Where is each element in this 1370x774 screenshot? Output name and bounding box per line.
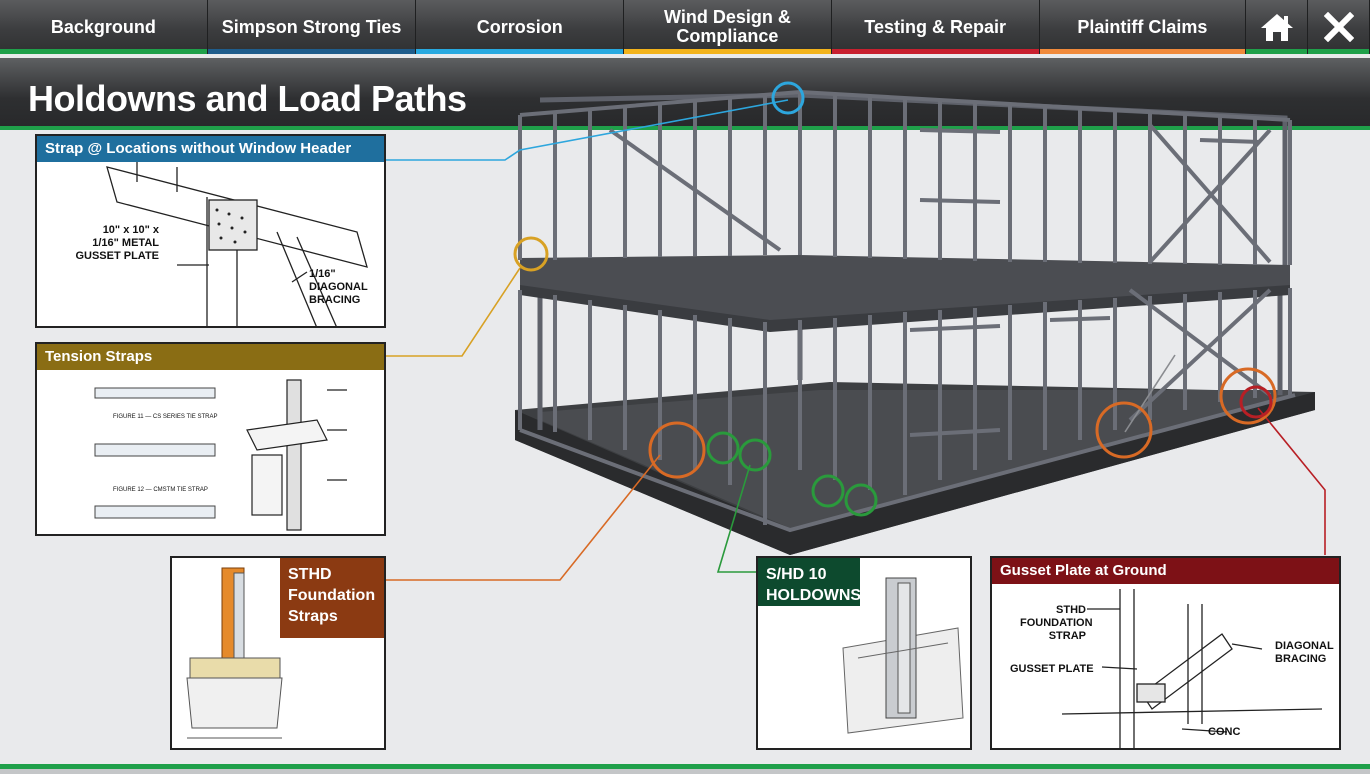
highlight-circle — [513, 236, 549, 272]
bottom-shade — [0, 769, 1370, 774]
tab-corrosion[interactable]: Corrosion — [416, 0, 625, 54]
page-title: Holdowns and Load Paths — [28, 78, 467, 119]
connector-line-gusset — [1257, 407, 1326, 555]
tab-color-bar — [1246, 49, 1308, 54]
home-icon — [1260, 14, 1293, 41]
highlight-circle — [1219, 367, 1277, 425]
holdown-sketch — [842, 577, 964, 734]
gusset-plate-label: 10" x 10" x 1/16" METAL GUSSET PLATE — [75, 224, 159, 262]
highlight-circle — [1095, 401, 1153, 459]
highlight-circle — [811, 474, 845, 508]
callout-header: Gusset Plate at Ground — [992, 558, 1339, 584]
sthd-strap-sketch — [186, 567, 283, 739]
tab-color-bar — [1308, 49, 1370, 54]
highlight-circle — [706, 431, 740, 465]
tab-label: Background — [50, 16, 156, 37]
conc-label: CONC — [1208, 726, 1241, 738]
tab-simpson-strong-ties[interactable]: Simpson Strong Ties — [207, 0, 417, 54]
tab-color-bar — [416, 49, 624, 54]
callout-strap-locations: Strap @ Locations without Window Header … — [35, 134, 386, 328]
top-nav: Background Simpson Strong Ties Corrosion… — [0, 0, 1370, 54]
title-underline — [0, 126, 1370, 130]
floor-band — [520, 255, 1290, 325]
connector-line-shd — [716, 464, 756, 573]
highlight-circle — [844, 483, 878, 517]
tab-wind-design[interactable]: Wind Design & Compliance — [624, 0, 832, 54]
connector-line-tension — [386, 267, 521, 357]
tab-testing-repair[interactable]: Testing & Repair — [831, 0, 1040, 54]
gusset-ground-sketch — [1061, 589, 1323, 748]
callout-gusset-ground: Gusset Plate at Ground STHD FOUNDATION S… — [990, 556, 1341, 750]
tab-color-bar — [831, 49, 1039, 54]
highlight-circle — [1239, 385, 1273, 419]
bottom-line — [0, 764, 1370, 769]
title-band — [0, 58, 1370, 126]
home-button[interactable] — [1246, 0, 1309, 54]
tension-strap-diagrams — [94, 379, 347, 531]
callout-sthd-straps: STHD Foundation Straps — [170, 556, 386, 750]
tab-plaintiff-claims[interactable]: Plaintiff Claims — [1039, 0, 1247, 54]
highlight-circle — [648, 421, 706, 479]
wall-frame-upper — [518, 89, 1292, 265]
tab-label: Wind Design & Compliance — [664, 7, 791, 46]
gusset-plate-sketch — [106, 162, 368, 326]
shd-label: S/HD 10 HOLDOWNS — [758, 558, 861, 606]
tab-background[interactable]: Background — [0, 0, 208, 54]
connector-line-sthd — [386, 454, 661, 581]
figure-11-caption: FIGURE 11 — CS SERIES TIE STRAP — [113, 414, 218, 420]
wall-frame-lower — [518, 288, 1296, 533]
highlight-circle — [738, 438, 772, 472]
diagonal-bracing-label: DIAGONAL BRACING — [1275, 640, 1334, 665]
connector-line-strap — [386, 99, 789, 161]
tab-label: Plaintiff Claims — [1077, 16, 1208, 37]
callout-header: Strap @ Locations without Window Header — [37, 136, 384, 162]
callout-tension-straps: Tension Straps FIGURE 11 — CS SERIES TIE… — [35, 342, 386, 536]
close-icon — [1323, 12, 1354, 42]
tab-label: Simpson Strong Ties — [221, 16, 402, 37]
tab-color-bar — [624, 49, 831, 54]
sthd-strap-label: STHD FOUNDATION STRAP — [1020, 604, 1093, 642]
gusset-plate-label: GUSSET PLATE — [1010, 663, 1094, 675]
tab-label: Testing & Repair — [864, 16, 1006, 37]
tab-label: Corrosion — [476, 16, 563, 37]
figure-12-caption: FIGURE 12 — CMSTM TIE STRAP — [113, 487, 208, 493]
callout-shd-holdowns: S/HD 10 HOLDOWNS — [756, 556, 972, 750]
tab-color-bar — [207, 49, 416, 54]
tab-color-bar — [0, 49, 207, 54]
diagonal-bracing-label: 1/16" DIAGONAL BRACING — [309, 268, 368, 306]
highlight-circle — [771, 81, 805, 115]
sthd-label: STHD Foundation Straps — [280, 558, 384, 638]
tab-color-bar — [1039, 49, 1246, 54]
callout-header: Tension Straps — [37, 344, 384, 370]
